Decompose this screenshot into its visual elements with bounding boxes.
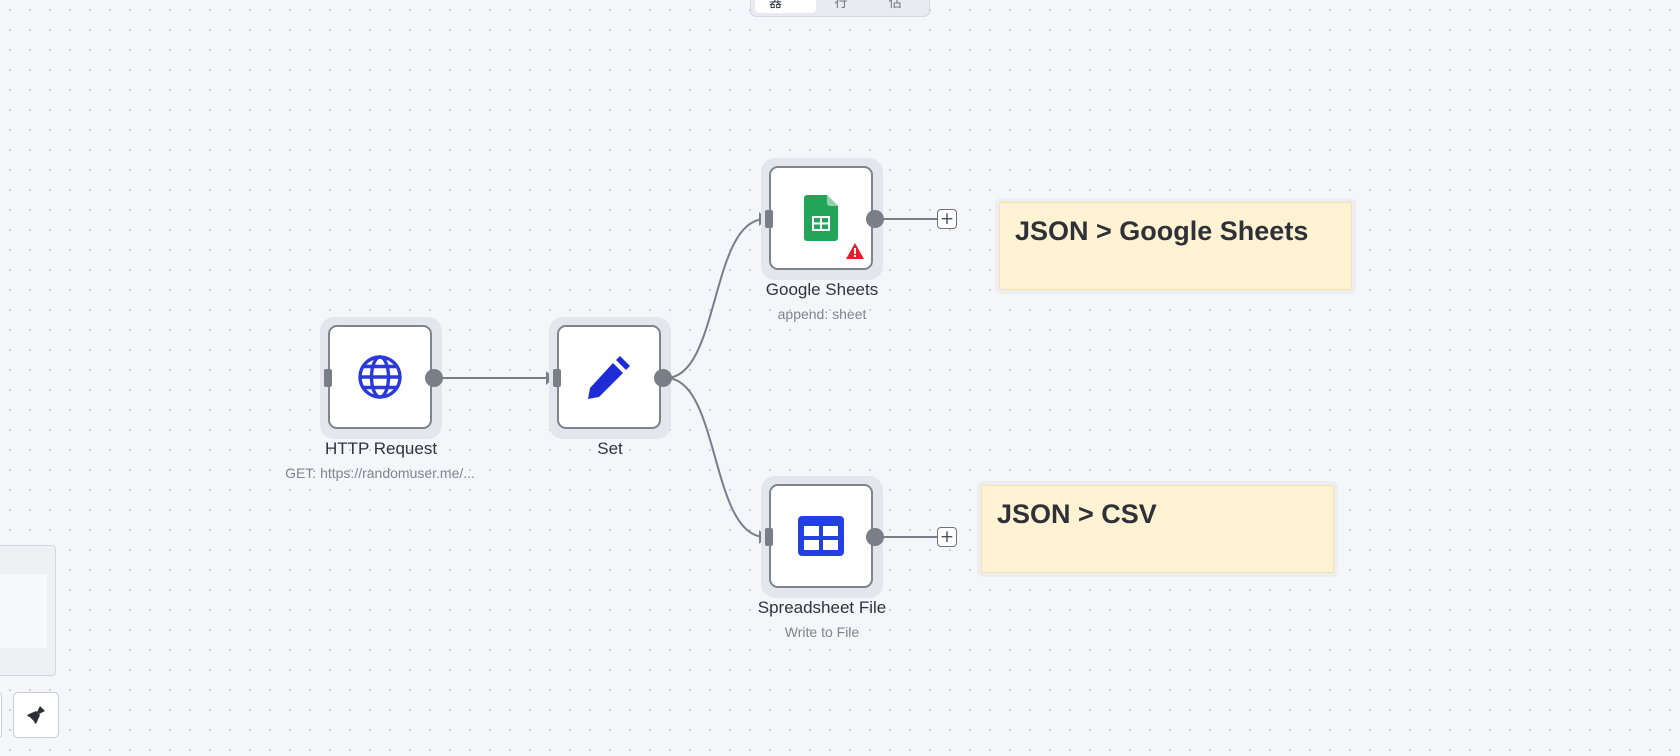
connection-set-to-spreadsheet[interactable] <box>665 377 766 538</box>
side-panel-content <box>0 574 47 648</box>
node-body[interactable] <box>769 484 873 588</box>
node-subtitle: append: sheet <box>777 306 867 322</box>
pencil-icon <box>588 356 630 399</box>
sticky-note-text: JSON > CSV <box>997 499 1157 529</box>
node-body[interactable] <box>557 325 661 429</box>
output-handle[interactable] <box>866 528 884 546</box>
tab-evaluations[interactable]: 评估 <box>888 0 902 10</box>
input-handle[interactable] <box>765 210 773 228</box>
node-body[interactable] <box>769 166 873 270</box>
view-tabs: 编辑器 执行 评估 <box>750 0 930 17</box>
input-handle[interactable] <box>765 528 773 546</box>
zoom-control-edge[interactable] <box>0 692 2 738</box>
node-subtitle: GET: https://randomuser.me/... <box>285 465 475 481</box>
google-sheets-icon <box>804 195 838 241</box>
tidy-up-button[interactable] <box>13 692 59 738</box>
output-handle[interactable] <box>425 369 443 387</box>
add-node-after-google-sheets-button[interactable]: + <box>937 209 957 229</box>
table-icon <box>798 516 844 556</box>
node-body[interactable] <box>328 325 432 429</box>
node-title: HTTP Request <box>324 439 438 458</box>
sticky-note-google-sheets[interactable]: JSON > Google Sheets <box>995 198 1356 294</box>
node-title: Set <box>597 439 623 458</box>
node-subtitle: Write to File <box>784 624 860 640</box>
tab-editor[interactable]: 编辑器 <box>755 0 817 13</box>
input-handle[interactable] <box>553 369 561 387</box>
add-node-after-spreadsheet-file-button[interactable]: + <box>937 527 957 547</box>
output-handle[interactable] <box>654 369 672 387</box>
node-title: Spreadsheet File <box>757 598 887 617</box>
sticky-note-text: JSON > Google Sheets <box>1015 216 1309 246</box>
node-title: Google Sheets <box>765 280 879 299</box>
tab-executions[interactable]: 执行 <box>834 0 848 10</box>
side-panel <box>0 545 56 676</box>
warning-icon[interactable] <box>846 243 864 259</box>
sticky-note-csv[interactable]: JSON > CSV <box>977 481 1338 577</box>
connection-set-to-sheets[interactable] <box>665 218 766 379</box>
input-handle[interactable] <box>324 369 332 387</box>
globe-icon <box>358 355 402 399</box>
output-handle[interactable] <box>866 210 884 228</box>
broom-icon <box>27 706 45 724</box>
